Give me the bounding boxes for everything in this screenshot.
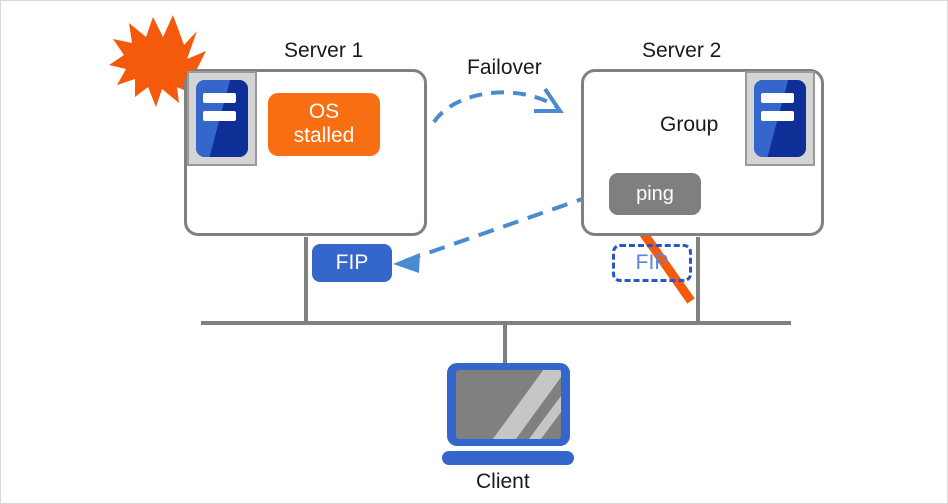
client-monitor-icon — [442, 363, 574, 465]
client-label: Client — [476, 470, 530, 493]
server-tower-body — [754, 80, 806, 157]
server-tower-bar-2 — [761, 110, 794, 121]
server-tower-icon-right — [745, 71, 815, 166]
server-tower-body — [196, 80, 248, 157]
server-tower-bar-1 — [761, 93, 794, 104]
ping-chip: ping — [609, 173, 701, 215]
network-bus — [201, 237, 791, 373]
server1-title: Server 1 — [284, 39, 364, 62]
fip-inactive-chip: FIP — [612, 244, 692, 282]
os-stalled-chip: OS stalled — [268, 93, 380, 156]
server-tower-bar-2 — [203, 110, 236, 121]
os-stalled-line1: OS — [308, 100, 340, 124]
server-tower-bar-1 — [203, 93, 236, 104]
server-tower-icon-left — [187, 71, 257, 166]
fip-active-chip: FIP — [312, 244, 392, 282]
group-label: Group — [660, 113, 719, 136]
server2-title: Server 2 — [642, 39, 722, 62]
failover-arrow-icon — [432, 87, 564, 124]
failover-label: Failover — [467, 56, 542, 79]
os-stalled-line2: stalled — [293, 124, 355, 147]
